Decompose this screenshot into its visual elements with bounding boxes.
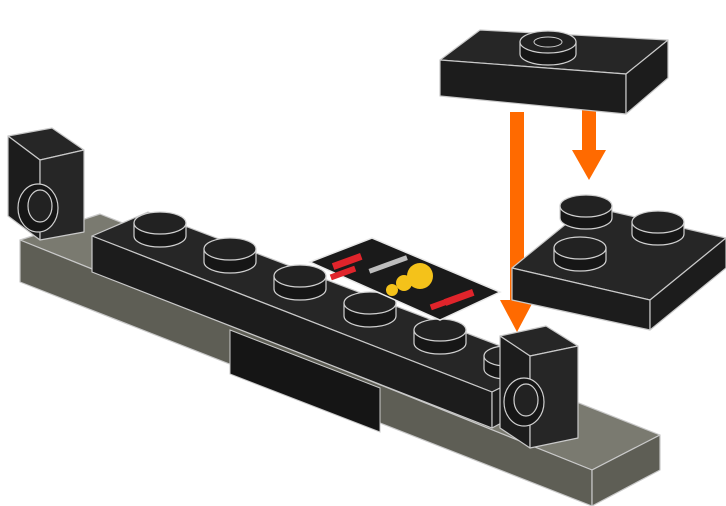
left-bracket	[7, 127, 85, 241]
stud	[273, 264, 327, 301]
black-plate-2x2	[511, 194, 726, 331]
cockpit-control-panel-icon	[329, 253, 475, 311]
base-dark-segment	[229, 329, 381, 433]
stud	[519, 30, 577, 66]
stud	[413, 318, 467, 355]
stud	[133, 211, 187, 248]
stud	[631, 210, 685, 246]
stud	[343, 291, 397, 328]
black-plate-1x2	[439, 29, 669, 115]
stud	[559, 194, 613, 230]
stud	[203, 237, 257, 274]
stud	[553, 236, 607, 272]
down-arrow-icon	[500, 112, 534, 332]
right-bracket	[499, 325, 579, 449]
printed-cockpit-tile	[308, 237, 502, 321]
